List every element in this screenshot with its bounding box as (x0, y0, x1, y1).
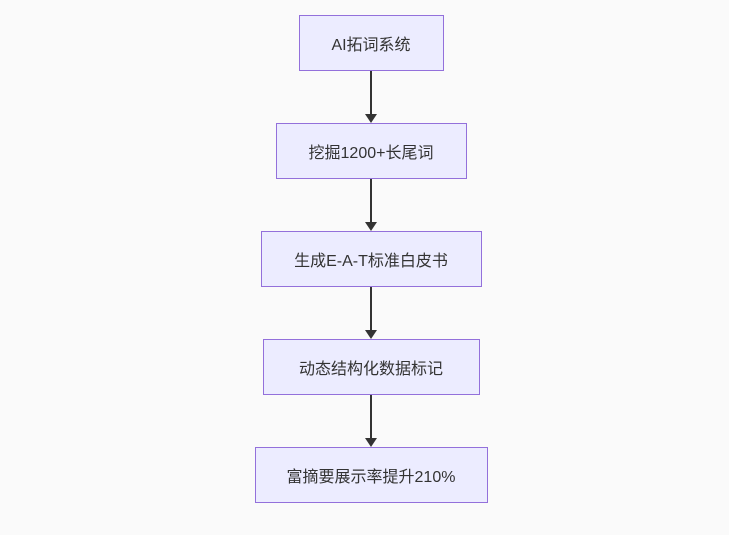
edge-line (370, 395, 372, 439)
flow-node-label: AI拓词系统 (331, 37, 411, 54)
arrow-down-icon (365, 222, 377, 231)
flow-node-label: 动态结构化数据标记 (298, 361, 443, 378)
flow-node-label: 挖掘1200+长尾词 (308, 145, 434, 162)
flow-node-eat-whitepaper: 生成E-A-T标准白皮书 (260, 231, 482, 287)
edge-line (370, 71, 372, 115)
edge-line (370, 287, 372, 331)
edge-line (370, 179, 372, 223)
arrow-down-icon (365, 114, 377, 123)
flow-node-label: 生成E-A-T标准白皮书 (294, 253, 448, 270)
flow-node-ai-keyword-system: AI拓词系统 (298, 15, 444, 71)
flow-node-rich-snippet-result: 富摘要展示率提升210% (254, 447, 488, 503)
arrow-down-icon (365, 330, 377, 339)
arrow-down-icon (365, 438, 377, 447)
flow-node-longtail-mining: 挖掘1200+长尾词 (275, 123, 467, 179)
flow-node-label: 富摘要展示率提升210% (286, 469, 456, 486)
flow-node-structured-data: 动态结构化数据标记 (262, 339, 480, 395)
